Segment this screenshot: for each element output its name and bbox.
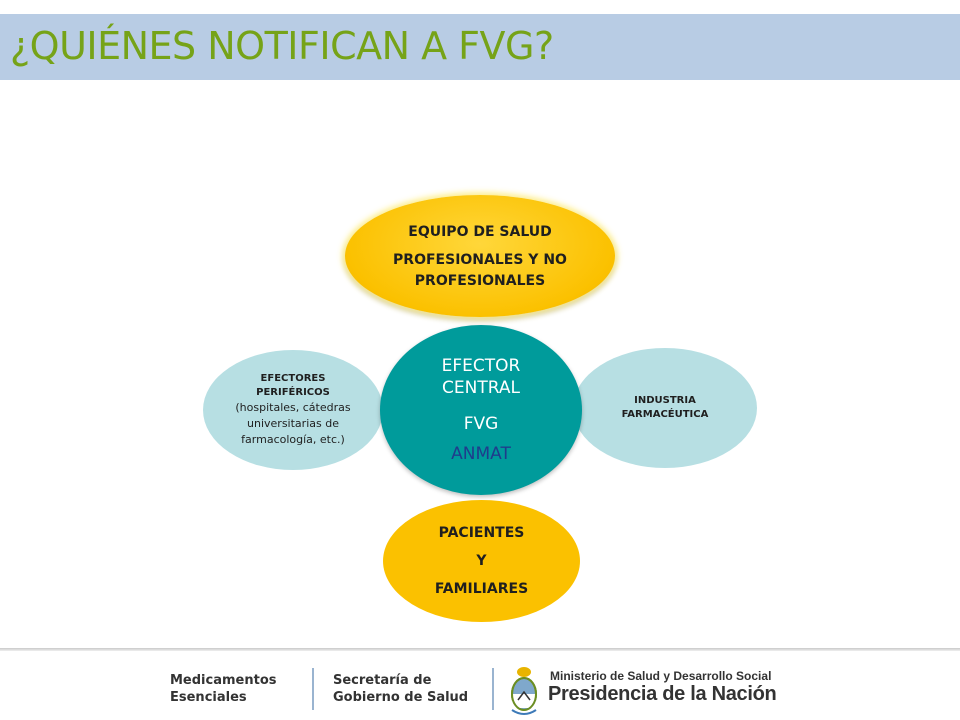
footer-presidency: Presidencia de la Nación	[548, 683, 777, 705]
central-node-line3: FVG	[463, 414, 499, 434]
peripheral-effectors-detail: (hospitales, cátedras universitarias de …	[235, 401, 351, 446]
footer-org-secretaria: Secretaría de Gobierno de Salud	[333, 673, 469, 705]
page-title: ¿QUIÉNES NOTIFICAN A FVG?	[10, 24, 554, 68]
peripheral-effectors-title: EFECTORES PERIFÉRICOS	[256, 373, 330, 398]
patients-line3: FAMILIARES	[434, 581, 529, 597]
argentina-coat-of-arms-icon	[511, 667, 537, 715]
pharma-industry-label: INDUSTRIA FARMACÉUTICA	[621, 395, 709, 420]
footer-ministry: Ministerio de Salud y Desarrollo Social	[550, 669, 772, 683]
pharma-industry-node: INDUSTRIA FARMACÉUTICA	[573, 348, 757, 468]
footer-org-medicamentos: Medicamentos Esenciales	[170, 673, 277, 705]
footer-divider	[0, 648, 960, 651]
footer-separator	[492, 668, 494, 710]
title-bar: ¿QUIÉNES NOTIFICAN A FVG?	[0, 14, 960, 80]
health-team-detail: PROFESIONALES Y NO PROFESIONALES	[393, 252, 567, 289]
patients-line2: Y	[476, 553, 487, 569]
central-node: EFECTOR CENTRAL FVG ANMAT	[380, 325, 582, 495]
central-node-line1: EFECTOR	[441, 356, 521, 376]
footer-separator	[312, 668, 314, 710]
central-node-line2: CENTRAL	[442, 378, 520, 398]
health-team-node: EQUIPO DE SALUD PROFESIONALES Y NO PROFE…	[345, 195, 615, 317]
patients-line1: PACIENTES	[438, 525, 525, 541]
patients-node: PACIENTES Y FAMILIARES	[383, 500, 580, 622]
central-node-line4: ANMAT	[451, 444, 511, 464]
peripheral-effectors-node: EFECTORES PERIFÉRICOS (hospitales, cáted…	[203, 350, 383, 470]
health-team-title: EQUIPO DE SALUD	[408, 224, 552, 240]
